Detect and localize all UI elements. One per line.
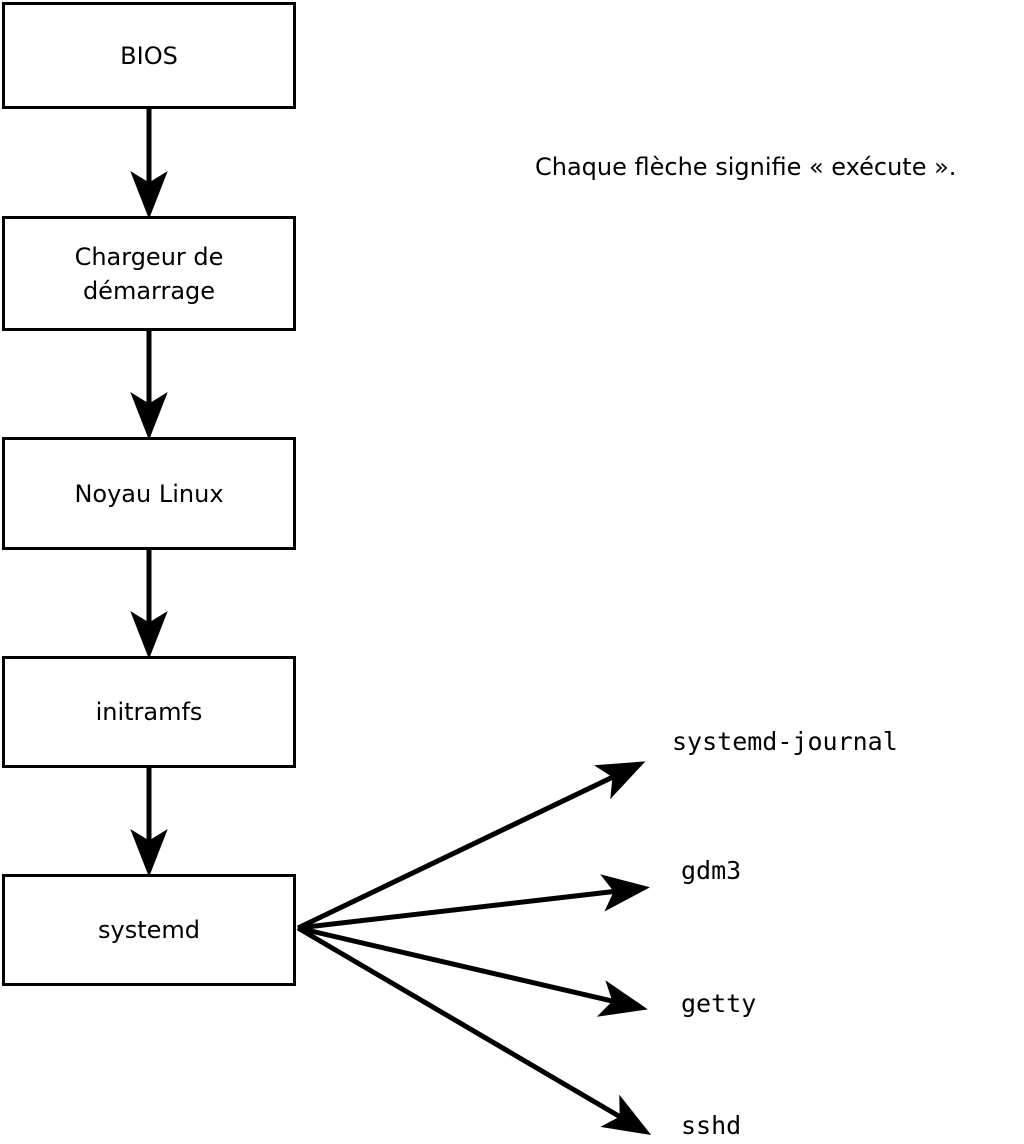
arrow-systemd-to-systemd-journal bbox=[296, 761, 646, 931]
node-bios[interactable]: BIOS bbox=[2, 2, 296, 109]
service-label-gdm3[interactable]: gdm3 bbox=[681, 856, 742, 885]
service-label-systemd-journal[interactable]: systemd-journal bbox=[672, 727, 898, 756]
node-systemd-label: systemd bbox=[98, 916, 200, 944]
node-initramfs[interactable]: initramfs bbox=[2, 656, 296, 768]
node-systemd[interactable]: systemd bbox=[2, 874, 296, 986]
node-kernel-label: Noyau Linux bbox=[74, 479, 224, 508]
arrow-systemd-to-sshd bbox=[296, 925, 652, 1136]
node-bios-label: BIOS bbox=[120, 41, 178, 70]
node-bootloader-label: Chargeur de démarrage bbox=[74, 242, 224, 305]
arrow-systemd-to-gdm3 bbox=[297, 874, 650, 931]
node-kernel[interactable]: Noyau Linux bbox=[2, 437, 296, 550]
diagram-caption: Chaque flèche signifie « exécute ». bbox=[535, 153, 957, 181]
arrow-systemd-to-getty bbox=[297, 925, 648, 1017]
node-initramfs-label: initramfs bbox=[95, 698, 203, 726]
service-label-sshd[interactable]: sshd bbox=[681, 1111, 742, 1140]
node-bootloader[interactable]: Chargeur de démarrage bbox=[2, 216, 296, 331]
service-label-getty[interactable]: getty bbox=[681, 989, 757, 1018]
